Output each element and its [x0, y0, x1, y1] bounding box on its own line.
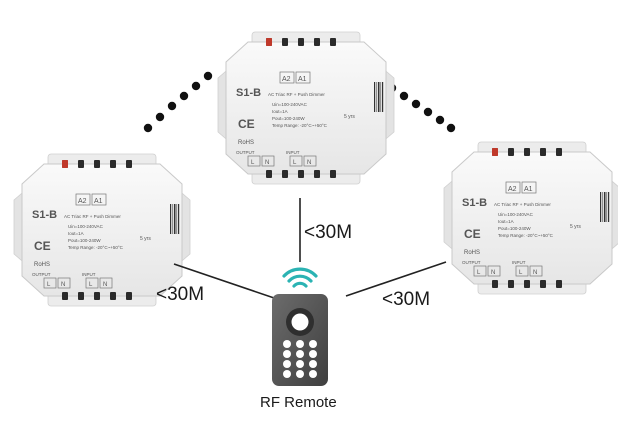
dot — [143, 123, 153, 133]
terminal-l-label: L — [89, 282, 93, 288]
terminal-a2-label: A2 — [508, 186, 517, 193]
remote-button — [283, 350, 291, 358]
distance-label-center: <30M — [304, 222, 353, 243]
warranty-mark: 5 yrs — [344, 114, 355, 120]
spec-line: Uin=100-240VAC — [68, 224, 104, 229]
right-connector-line — [345, 261, 447, 297]
rohs-mark: RoHS — [464, 250, 480, 256]
spec-line: Temp Range: -20°C~+50°C — [68, 245, 124, 250]
spec-line: Pout=100-240W — [272, 116, 305, 121]
dot — [446, 123, 456, 133]
model-label: S1-B — [236, 87, 261, 99]
remote-button — [283, 370, 291, 378]
ce-mark: CE — [34, 239, 51, 253]
ce-mark: CE — [464, 227, 481, 241]
wifi-signal-icon — [282, 267, 318, 288]
spec-line: Iout=1A — [272, 109, 288, 114]
distance-label-right: <30M — [382, 289, 431, 310]
rohs-mark: RoHS — [34, 262, 50, 268]
dot — [167, 101, 177, 111]
remote-button — [309, 350, 317, 358]
dot — [435, 115, 445, 125]
remote-button — [283, 360, 291, 368]
terminal-a2-label: A2 — [78, 198, 87, 205]
dot — [203, 71, 213, 81]
remote-button — [296, 370, 304, 378]
warranty-mark: 5 yrs — [140, 236, 151, 242]
remote-button — [296, 350, 304, 358]
output-label: OUTPUT — [462, 260, 481, 265]
remote-button — [296, 360, 304, 368]
spec-line: Uin=100-240VAC — [272, 102, 308, 107]
terminal-n-label: N — [265, 160, 269, 166]
input-label: INPUT — [512, 260, 526, 265]
remote-button — [309, 360, 317, 368]
warranty-mark: 5 yrs — [570, 224, 581, 230]
terminal-n-label: N — [491, 270, 495, 276]
remote-button — [296, 340, 304, 348]
terminal-a1-label: A1 — [94, 198, 103, 205]
dot — [411, 99, 421, 109]
spec-line: Iout=1A — [68, 231, 84, 236]
model-subtitle: AC Triac RF + Push Dimmer — [268, 92, 325, 97]
rohs-mark: RoHS — [238, 140, 254, 146]
ce-mark: CE — [238, 117, 255, 131]
rf-remote — [272, 294, 328, 386]
remote-button — [283, 340, 291, 348]
left-connector-line — [173, 263, 281, 301]
spec-line: Pout=100-240W — [68, 238, 101, 243]
model-label: S1-B — [32, 209, 57, 221]
model-subtitle: AC Triac RF + Push Dimmer — [64, 214, 121, 219]
terminal-l-label: L — [519, 270, 523, 276]
model-subtitle: AC Triac RF + Push Dimmer — [494, 202, 551, 207]
distance-label-left: <30M — [156, 284, 205, 305]
remote-button — [309, 340, 317, 348]
dot — [179, 91, 189, 101]
output-label: OUTPUT — [32, 272, 51, 277]
output-label: OUTPUT — [236, 150, 255, 155]
terminal-l-label: L — [477, 270, 481, 276]
dot — [191, 81, 201, 91]
terminal-a1-label: A1 — [298, 76, 307, 83]
terminal-l-label: L — [251, 160, 255, 166]
remote-caption: RF Remote — [260, 394, 337, 411]
terminal-n-label: N — [307, 160, 311, 166]
terminal-n-label: N — [103, 282, 107, 288]
terminal-l-label: L — [47, 282, 51, 288]
spec-line: Temp Range: -20°C~+50°C — [272, 123, 328, 128]
terminal-a1-label: A1 — [524, 186, 533, 193]
model-label: S1-B — [462, 197, 487, 209]
terminal-n-label: N — [61, 282, 65, 288]
terminal-n-label: N — [533, 270, 537, 276]
terminal-l-label: L — [293, 160, 297, 166]
input-label: INPUT — [286, 150, 300, 155]
remote-button — [309, 370, 317, 378]
spec-line: Uin=100-240VAC — [498, 212, 534, 217]
spec-line: Pout=100-240W — [498, 226, 531, 231]
input-label: INPUT — [82, 272, 96, 277]
spec-line: Iout=1A — [498, 219, 514, 224]
dot — [423, 107, 433, 117]
terminal-a2-label: A2 — [282, 76, 291, 83]
spec-line: Temp Range: -20°C~+50°C — [498, 233, 554, 238]
dot — [155, 112, 165, 122]
dot — [399, 91, 409, 101]
